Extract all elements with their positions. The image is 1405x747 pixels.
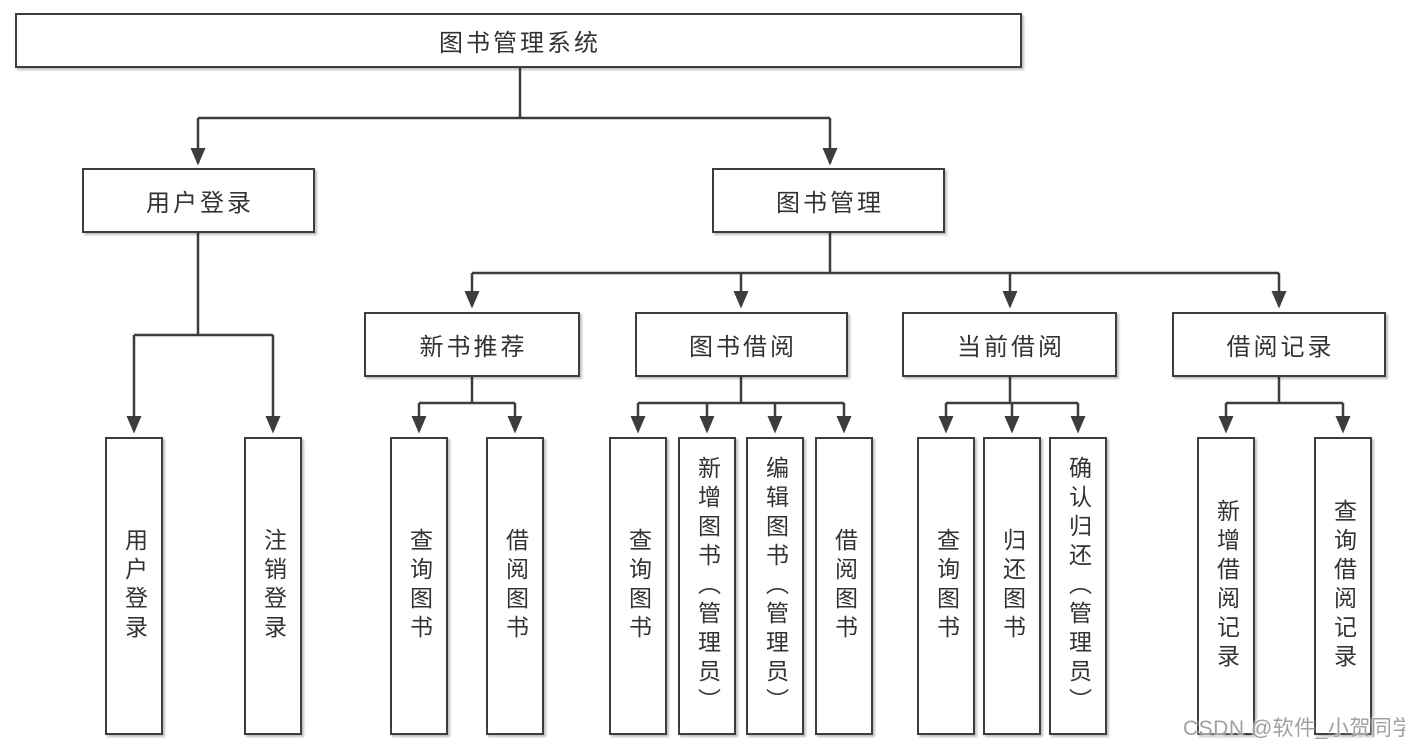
node-book-management: 图书管理	[712, 168, 945, 233]
leaf-query-books-borrowing: 查询图书	[609, 437, 667, 735]
leaf-logout-login: 注销登录	[244, 437, 302, 735]
leaf-return-books: 归还图书	[983, 437, 1041, 735]
leaf-query-books-current: 查询图书	[917, 437, 975, 735]
node-borrow-records-label: 借阅记录	[1226, 334, 1335, 361]
node-user-login-label: 用户登录	[146, 190, 254, 217]
leaf-confirm-return-admin: 确认归还（管理员）	[1049, 437, 1107, 735]
leaf-user-login-label: 用户登录	[121, 528, 148, 644]
csdn-watermark: CSDN @软件_小贺同学	[1183, 717, 1405, 740]
leaf-query-books-current-label: 查询图书	[933, 528, 960, 644]
node-current-borrowing-label: 当前借阅	[957, 334, 1065, 361]
leaf-query-books-recommend: 查询图书	[390, 437, 448, 735]
leaf-user-login: 用户登录	[105, 437, 163, 735]
leaf-query-books-recommend-label: 查询图书	[406, 528, 433, 644]
leaf-confirm-return-admin-label: 确认归还（管理员）	[1065, 455, 1092, 717]
node-book-management-label: 图书管理	[776, 190, 884, 217]
node-borrow-records: 借阅记录	[1172, 312, 1386, 377]
leaf-add-books-admin-label: 新增图书（管理员）	[694, 455, 721, 717]
leaf-return-books-label: 归还图书	[999, 528, 1026, 644]
leaf-query-books-borrowing-label: 查询图书	[625, 528, 652, 644]
leaf-query-borrow-record-label: 查询借阅记录	[1330, 499, 1357, 673]
node-new-book-recommend: 新书推荐	[364, 312, 580, 377]
node-current-borrowing: 当前借阅	[902, 312, 1117, 377]
leaf-add-borrow-record: 新增借阅记录	[1197, 437, 1255, 735]
root-node-library-system: 图书管理系统	[15, 13, 1022, 68]
node-new-book-recommend-label: 新书推荐	[419, 334, 528, 361]
node-book-borrowing: 图书借阅	[635, 312, 848, 377]
leaf-borrow-books-recommend: 借阅图书	[486, 437, 544, 735]
arrow-connectors	[126, 118, 1351, 434]
leaf-add-books-admin: 新增图书（管理员）	[678, 437, 736, 735]
leaf-borrow-books-borrowing-label: 借阅图书	[831, 528, 858, 644]
leaf-query-borrow-record: 查询借阅记录	[1314, 437, 1372, 735]
root-node-label: 图书管理系统	[439, 30, 601, 57]
leaf-add-borrow-record-label: 新增借阅记录	[1213, 499, 1240, 673]
leaf-edit-books-admin: 编辑图书（管理员）	[746, 437, 804, 735]
leaf-logout-login-label: 注销登录	[260, 528, 287, 644]
leaf-borrow-books-recommend-label: 借阅图书	[502, 528, 529, 644]
leaf-borrow-books-borrowing: 借阅图书	[815, 437, 873, 735]
node-user-login: 用户登录	[82, 168, 315, 233]
leaf-edit-books-admin-label: 编辑图书（管理员）	[762, 455, 789, 717]
node-book-borrowing-label: 图书借阅	[689, 334, 797, 361]
